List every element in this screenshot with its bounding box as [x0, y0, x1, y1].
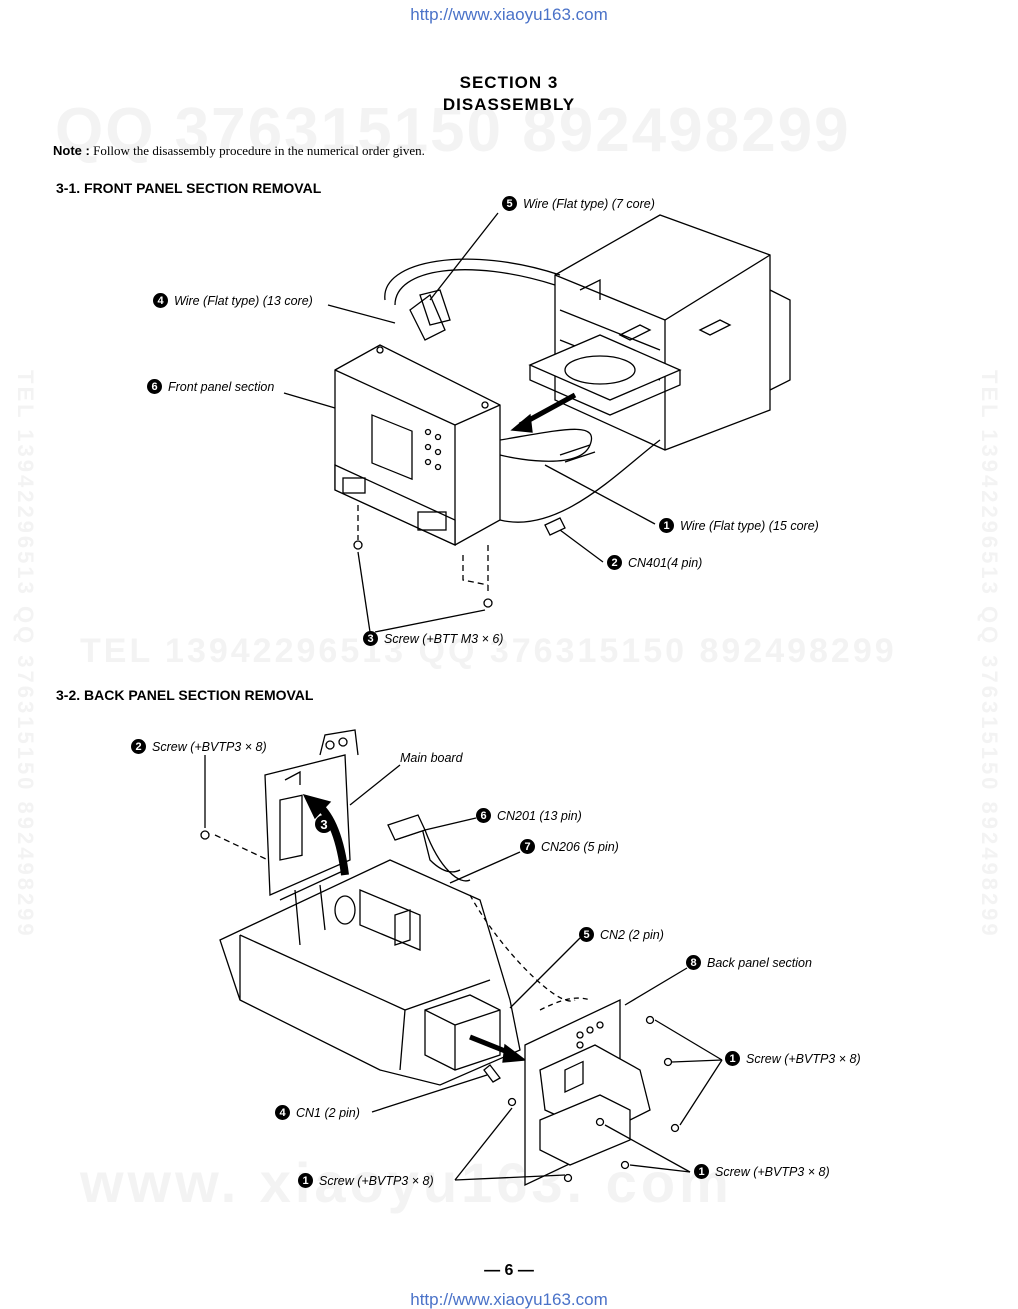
label-cn1: 4 CN1 (2 pin) — [275, 1105, 360, 1120]
step-number: 6 — [147, 379, 162, 394]
watermark-tel-mid: TEL 13942296513 QQ 376315150 892498299 — [80, 632, 897, 670]
step-number: 3 — [363, 631, 378, 646]
step-number: 3 — [315, 815, 333, 833]
step-number: 4 — [275, 1105, 290, 1120]
label-front-panel-section: 6 Front panel section — [147, 379, 274, 394]
note-text: Follow the disassembly procedure in the … — [93, 143, 425, 158]
label-back-panel-section: 8 Back panel section — [686, 955, 812, 970]
step-number: 4 — [153, 293, 168, 308]
step-number: 7 — [520, 839, 535, 854]
step-number: 1 — [659, 518, 674, 533]
label-main-board: Main board — [400, 751, 463, 765]
step-number: 2 — [607, 555, 622, 570]
back-panel-diagram — [200, 729, 723, 1187]
label-cn2: 5 CN2 (2 pin) — [579, 927, 664, 942]
step-number: 2 — [131, 739, 146, 754]
label-wire-13-core: 4 Wire (Flat type) (13 core) — [153, 293, 313, 308]
label-screw-bvtp3-bottom-left: 1 Screw (+BVTP3 × 8) — [298, 1173, 434, 1188]
heading-front-panel: 3-1. FRONT PANEL SECTION REMOVAL — [56, 180, 322, 196]
step-number: 1 — [298, 1173, 313, 1188]
page-number: — 6 — — [484, 1262, 534, 1279]
label-screw-bvtp3-top: 2 Screw (+BVTP3 × 8) — [131, 739, 267, 754]
watermark-vertical-right: TEL 13942296513 QQ 376315150 892498299 — [977, 370, 1002, 939]
watermark-qq-top: QQ 376315150 892498299 — [55, 96, 851, 165]
step-number: 8 — [686, 955, 701, 970]
section-title: SECTION 3 — [459, 73, 559, 92]
note: Note : Follow the disassembly procedure … — [53, 143, 425, 159]
label-wire-15-core: 1 Wire (Flat type) (15 core) — [659, 518, 819, 533]
step-number: 1 — [725, 1051, 740, 1066]
step-number: 5 — [579, 927, 594, 942]
watermark-www-bottom: www. xiaoyu163. com — [80, 1151, 733, 1214]
label-screw-bvtp3-bottom-right: 1 Screw (+BVTP3 × 8) — [694, 1164, 830, 1179]
note-label: Note : — [53, 143, 90, 158]
step-number: 6 — [476, 808, 491, 823]
label-wire-7-core: 5 Wire (Flat type) (7 core) — [502, 196, 655, 211]
front-panel-diagram — [283, 212, 791, 633]
step-number: 5 — [502, 196, 517, 211]
label-cn206: 7 CN206 (5 pin) — [520, 839, 619, 854]
header-url[interactable]: http://www.xiaoyu163.com — [410, 5, 608, 24]
label-screw-bvtp3-right: 1 Screw (+BVTP3 × 8) — [725, 1051, 861, 1066]
footer-url[interactable]: http://www.xiaoyu163.com — [410, 1290, 608, 1309]
section-subtitle: DISASSEMBLY — [442, 95, 576, 114]
step-number: 1 — [694, 1164, 709, 1179]
watermark-vertical-left: TEL 13942296513 QQ 376315150 892498299 — [13, 370, 38, 939]
label-screw-btt: 3 Screw (+BTT M3 × 6) — [363, 631, 503, 646]
label-cn401: 2 CN401(4 pin) — [607, 555, 702, 570]
label-step-3: 3 — [315, 815, 333, 833]
heading-back-panel: 3-2. BACK PANEL SECTION REMOVAL — [56, 687, 314, 703]
label-cn201: 6 CN201 (13 pin) — [476, 808, 582, 823]
